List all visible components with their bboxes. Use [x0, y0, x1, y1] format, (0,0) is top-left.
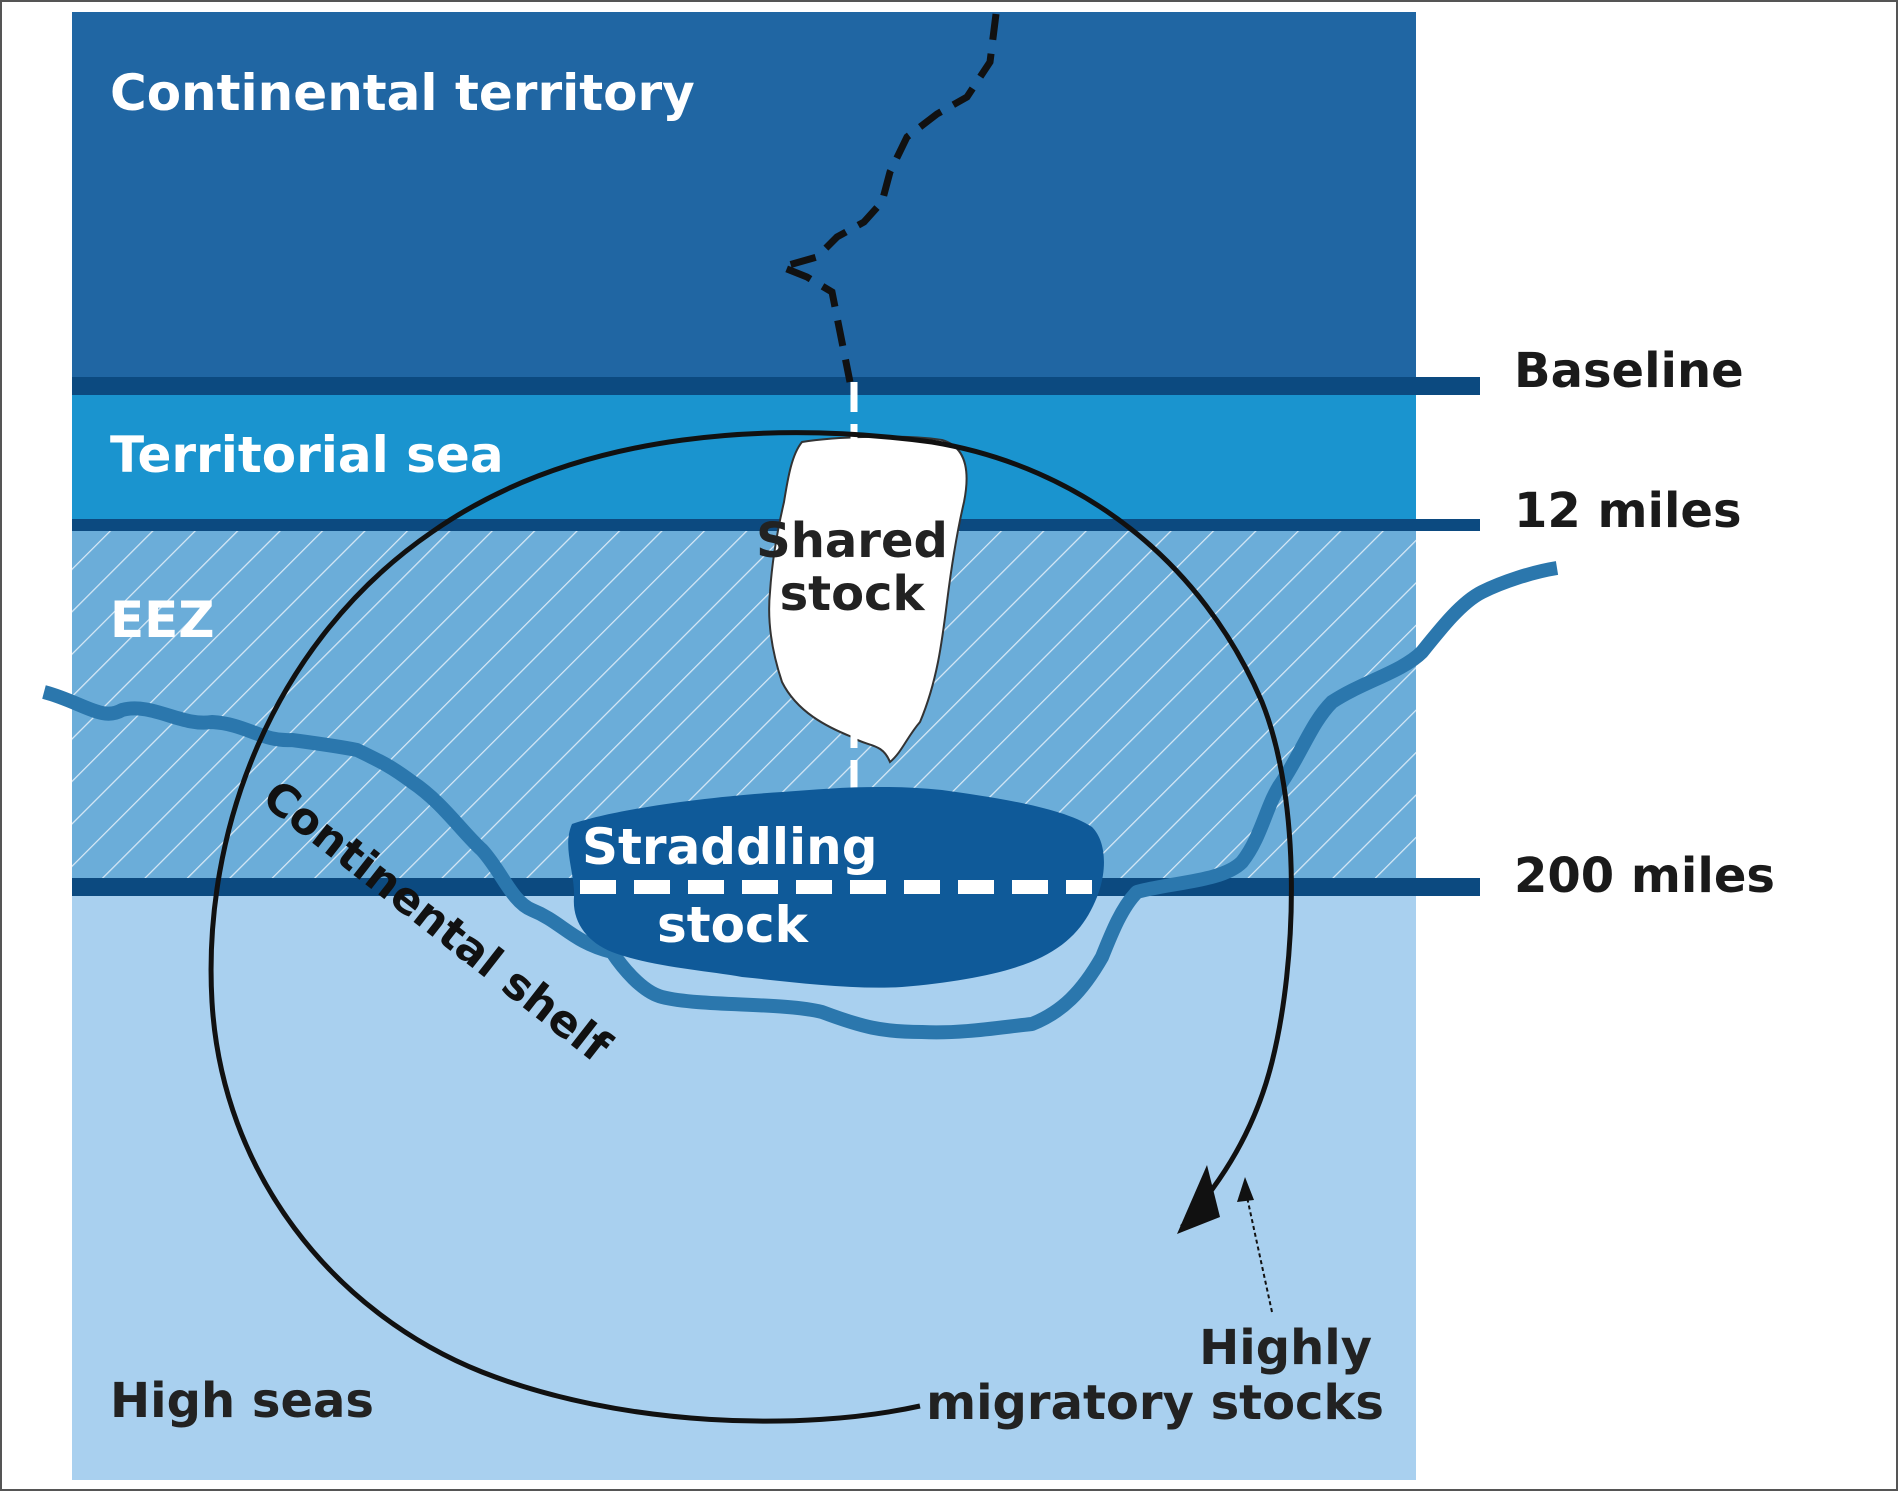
two-hundred-miles-label: 200 miles — [1514, 848, 1775, 904]
land-border-dashed — [771, 13, 1000, 383]
pointer-arrow-head — [1237, 1177, 1254, 1202]
high-seas-label: High seas — [110, 1373, 374, 1429]
migratory-arrow-head — [1177, 1165, 1220, 1234]
straddling-stock-label-1: Straddling — [582, 818, 878, 876]
territorial-sea-label: Territorial sea — [110, 426, 504, 484]
migratory-stocks-label-1: Highly — [1199, 1320, 1372, 1376]
territorial-sea-zone — [72, 382, 1416, 525]
continental-territory-label: Continental territory — [110, 64, 695, 122]
straddling-stock-label-2: stock — [657, 896, 810, 954]
baseline-label: Baseline — [1514, 343, 1744, 399]
migratory-circle — [208, 430, 1294, 1424]
migratory-stocks-label-2: migratory stocks — [926, 1375, 1384, 1431]
high-seas-zone — [72, 887, 1416, 1480]
shared-stock-label-1: Shared — [756, 513, 948, 569]
shared-stock-label-2: stock — [780, 566, 926, 622]
twelve-miles-label: 12 miles — [1514, 483, 1742, 539]
pointer-line — [1246, 1196, 1273, 1313]
continental-territory-zone — [72, 12, 1416, 382]
straddling-stock-shape — [568, 786, 1104, 988]
continental-shelf-line — [42, 561, 1559, 1040]
shared-stock-shape — [768, 435, 968, 764]
eez-label: EEZ — [110, 591, 215, 649]
